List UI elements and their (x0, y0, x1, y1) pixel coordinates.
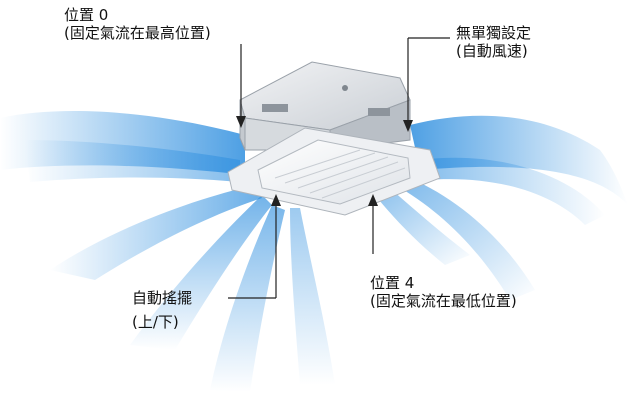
airflow-wave-right-arc (420, 157, 605, 225)
airflow-wave-right-down-1 (395, 178, 535, 300)
label-auto-swing-desc: (上/下) (132, 313, 179, 331)
airflow-wave-left-upper (25, 140, 240, 182)
airflow-wave-right-top (410, 115, 628, 205)
airflow-wave-center-down (290, 208, 335, 385)
unit-vent-right (368, 108, 390, 116)
leader-lines (228, 37, 450, 299)
label-no-individual-title: 無單獨設定 (456, 24, 532, 42)
label-position-4-desc: (固定氣流在最低位置) (370, 292, 517, 310)
airflow-wave-right-down-2 (375, 190, 470, 265)
label-position-4: 位置 4 (固定氣流在最低位置) (370, 274, 517, 310)
unit-bolt (342, 85, 348, 91)
unit-vent-left (262, 104, 288, 112)
label-position-0-desc: (固定氣流在最高位置) (64, 24, 211, 42)
label-auto-swing: 自動搖擺 (上/下) (132, 289, 192, 331)
label-auto-swing-title: 自動搖擺 (132, 289, 193, 307)
airflow-wave-left-down-1 (50, 185, 262, 280)
arrow-down-no-individual (403, 120, 413, 132)
arrow-down-pos0 (236, 116, 246, 128)
label-no-individual-setting: 無單獨設定 (自動風速) (456, 24, 531, 60)
arrow-up-auto-swing (271, 194, 281, 206)
cassette-ac-unit (227, 61, 441, 216)
grille-slats (274, 149, 406, 199)
label-no-individual-desc: (自動風速) (456, 42, 528, 60)
label-position-4-title: 位置 4 (370, 274, 415, 292)
label-position-0: 位置 0 (固定氣流在最高位置) (64, 6, 211, 42)
airflow-wave-left-down-2 (130, 195, 272, 350)
label-position-0-title: 位置 0 (64, 6, 109, 24)
intake-grille (257, 139, 411, 205)
arrow-up-pos4 (368, 194, 378, 206)
